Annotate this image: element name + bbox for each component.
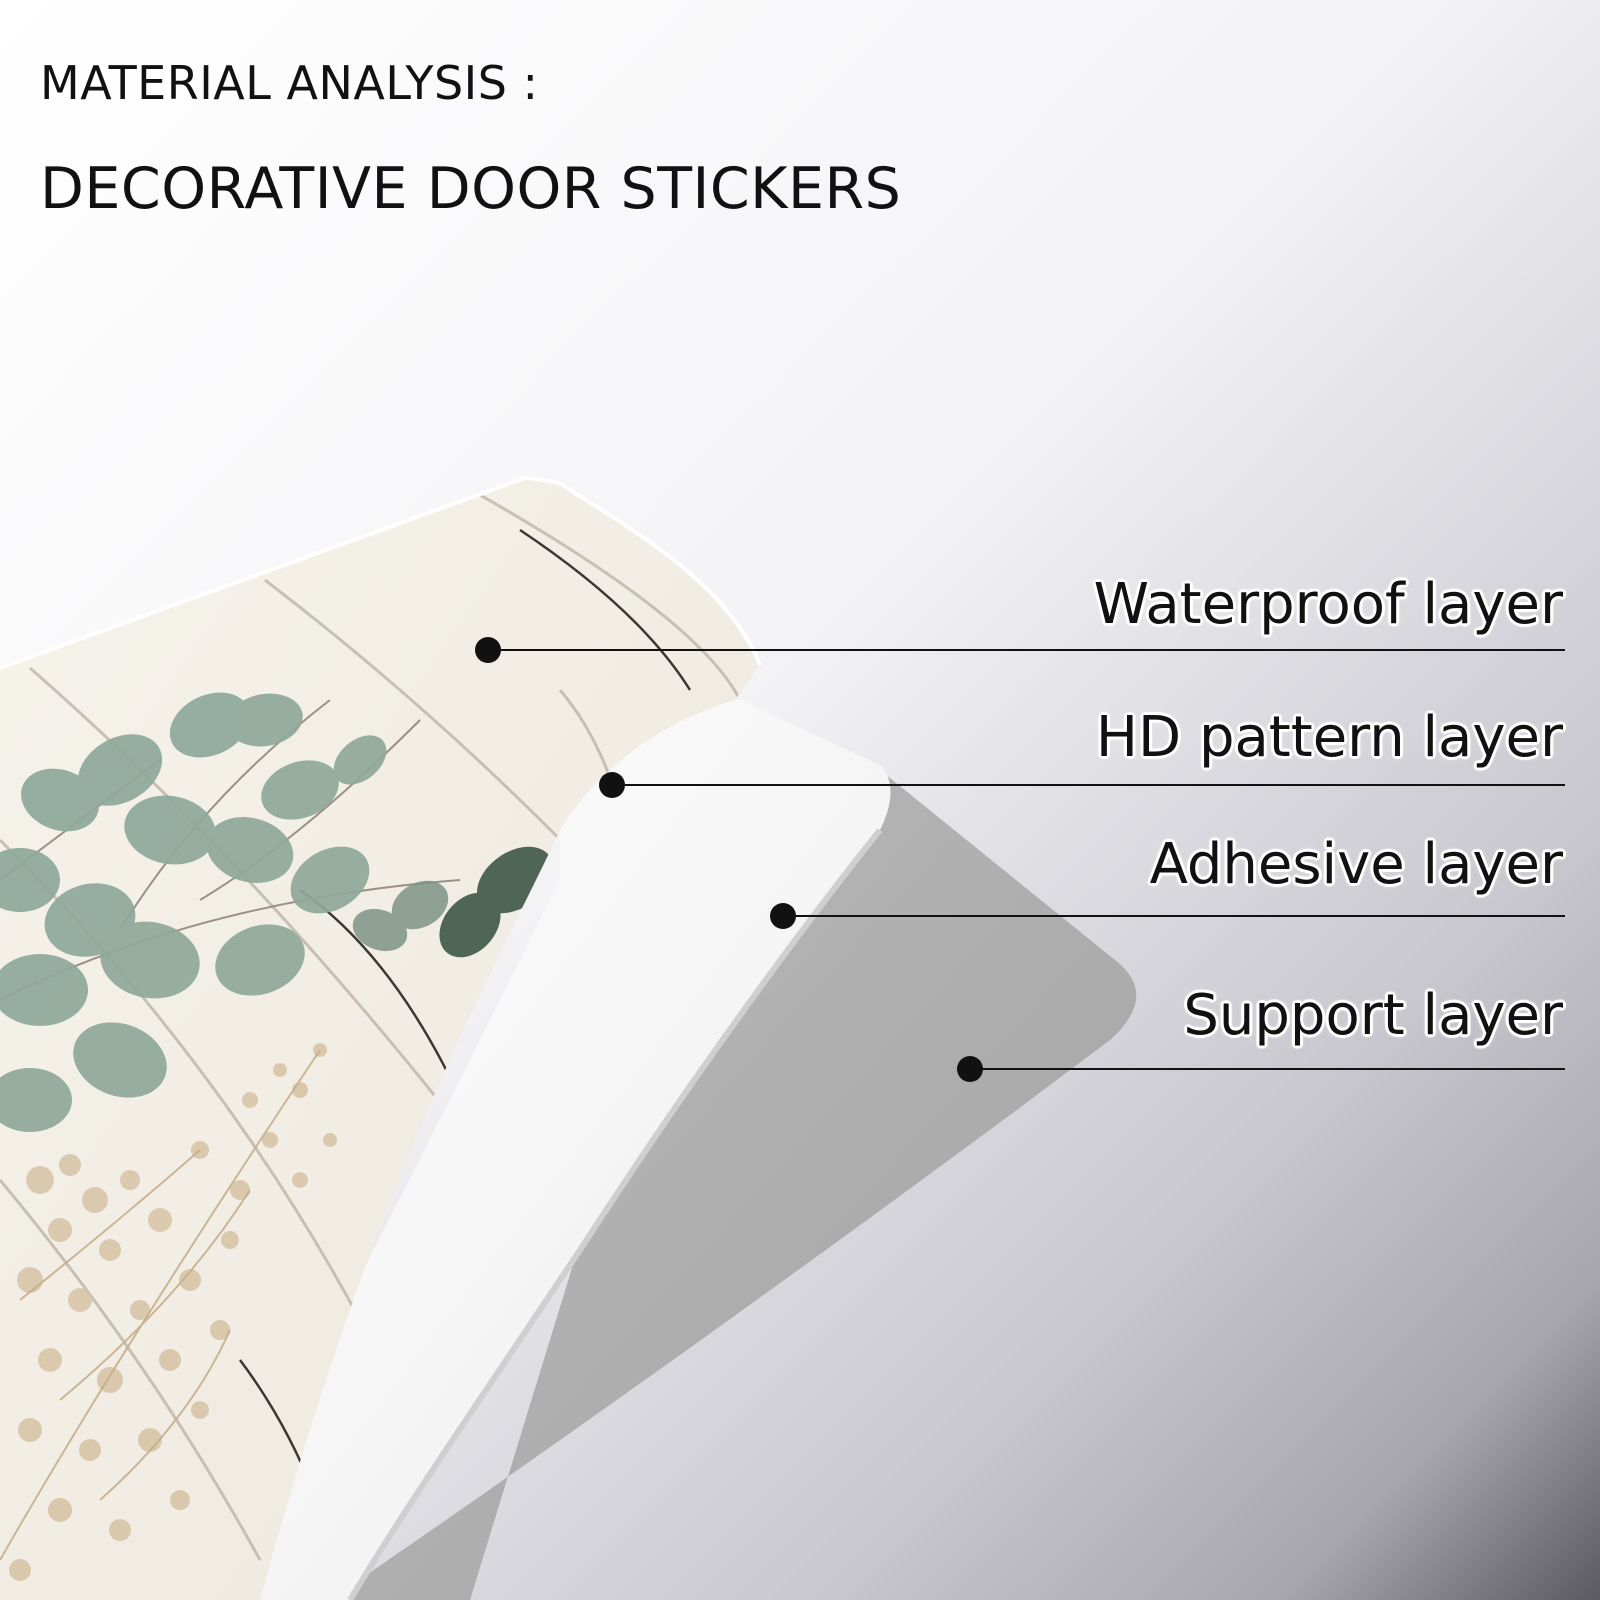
adhesive-layer-shape — [190, 695, 891, 1600]
label-waterproof-layer: Waterproof layer — [1093, 572, 1563, 637]
heading-subtitle: DECORATIVE DOOR STICKERS — [40, 156, 902, 222]
callout-waterproof — [475, 637, 1565, 663]
callout-dot-hd-pattern — [599, 772, 625, 798]
label-hd-pattern-layer: HD pattern layer — [1095, 705, 1563, 770]
callout-adhesive — [770, 903, 1565, 929]
label-adhesive-layer: Adhesive layer — [1149, 832, 1563, 897]
peel-edge-shadow — [347, 828, 883, 1600]
callout-dot-adhesive — [770, 903, 796, 929]
label-support-layer: Support layer — [1183, 983, 1563, 1048]
callout-support — [957, 1056, 1565, 1082]
support-layer-shape — [330, 705, 1137, 1600]
callout-dot-waterproof — [475, 637, 501, 663]
waterproof-layer-edge — [0, 475, 762, 670]
callout-hd-pattern — [599, 772, 1565, 798]
callout-dot-support — [957, 1056, 983, 1082]
heading-title: MATERIAL ANALYSIS : — [40, 56, 539, 110]
